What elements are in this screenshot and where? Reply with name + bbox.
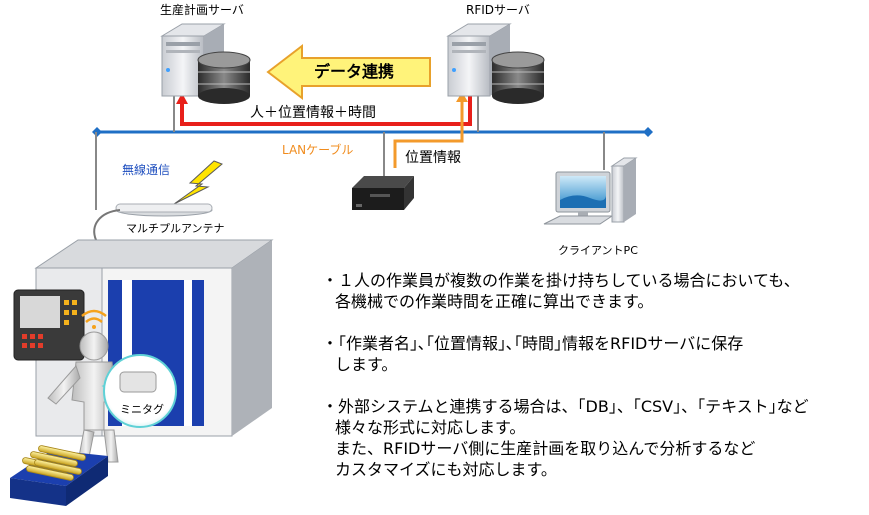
- feature-line: ・｢作業者名｣､｢位置情報｣､｢時間｣情報をRFIDサーバに保存: [322, 334, 744, 353]
- client-pc-icon: [543, 157, 638, 225]
- data-link-label: データ連携: [314, 62, 395, 81]
- feature-line: カスタマイズにも対応します。: [335, 460, 557, 479]
- feature-list: ・１人の作業員が複数の作業を掛け持ちしている場合においても、 各機械での作業時間…: [322, 270, 809, 501]
- rfid-server-label: RFIDサーバ: [466, 3, 530, 17]
- feature-line: ・外部システムと連携する場合は、｢DB｣、｢CSV｣、｢テキスト｣など: [322, 397, 809, 416]
- antenna-icon: [93, 203, 213, 241]
- wifi-icon: [81, 309, 107, 329]
- feature-item: ・１人の作業員が複数の作業を掛け持ちしている場合においても、 各機械での作業時間…: [322, 270, 809, 312]
- client-pc-label: クライアントPC: [558, 244, 638, 257]
- person-info-label: 人＋位置情報＋時間: [250, 105, 376, 121]
- lan-backbone: [92, 127, 653, 137]
- feature-line: します。: [335, 355, 398, 374]
- mini-tag-callout: [101, 354, 177, 428]
- rfid-reader-icon: [352, 176, 414, 210]
- rfid-server-icon: [446, 23, 545, 104]
- feature-line: また、RFIDサーバ側に生産計画を取り込んで分析するなど: [335, 439, 756, 458]
- wireless-bolt-icon: [173, 160, 223, 205]
- feature-line: 各機械での作業時間を正確に算出できます。: [335, 292, 654, 311]
- mini-tag-label: ミニタグ: [120, 403, 164, 416]
- production-server-label: 生産計画サーバ: [160, 3, 244, 17]
- production-server-icon: [160, 23, 251, 104]
- lan-drops: [95, 95, 605, 210]
- feature-line: 様々な形式に対応します。: [335, 418, 526, 437]
- antenna-label: マルチプルアンテナ: [126, 222, 225, 235]
- lan-cable-label: LANケーブル: [282, 143, 354, 157]
- wireless-label: 無線通信: [122, 163, 171, 177]
- position-info-label: 位置情報: [405, 150, 461, 166]
- material-tray-icon: [10, 445, 108, 506]
- position-info-arrow: [393, 92, 468, 168]
- data-link-arrow: [266, 43, 431, 101]
- red-data-path: [176, 92, 472, 126]
- feature-item: ・｢作業者名｣､｢位置情報｣､｢時間｣情報をRFIDサーバに保存 します。: [322, 333, 809, 375]
- feature-item: ・外部システムと連携する場合は、｢DB｣、｢CSV｣、｢テキスト｣など 様々な形…: [322, 396, 809, 480]
- feature-line: ・１人の作業員が複数の作業を掛け持ちしている場合においても、: [322, 271, 800, 290]
